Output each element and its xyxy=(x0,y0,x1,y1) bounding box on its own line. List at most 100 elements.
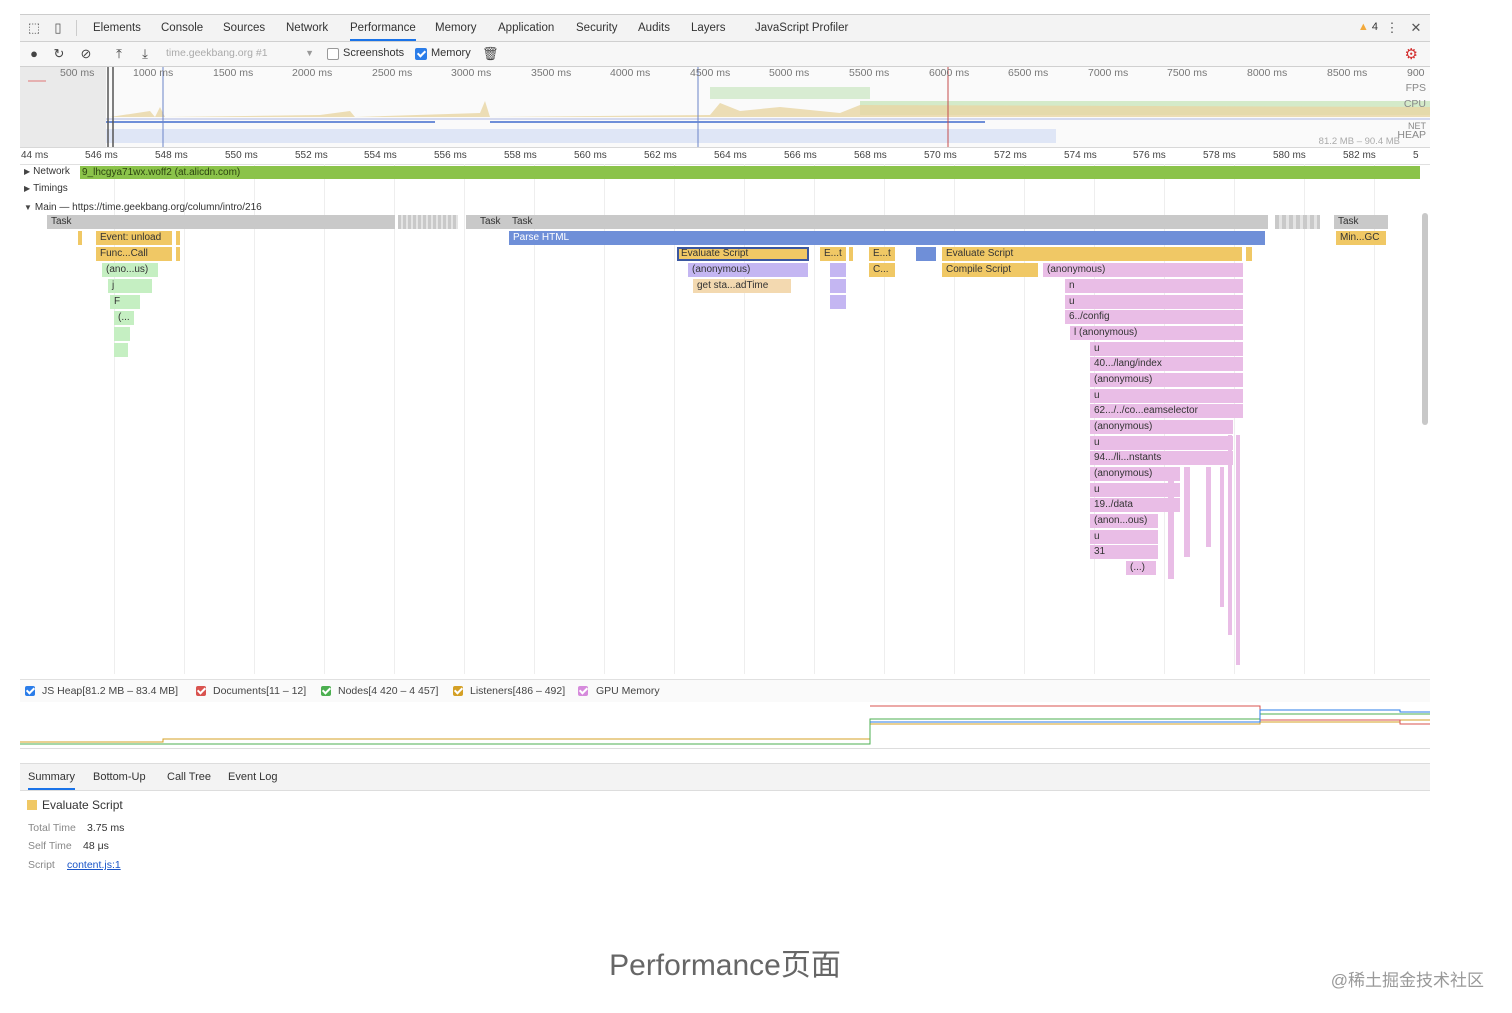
tab-memory[interactable]: Memory xyxy=(435,22,477,34)
tab-elements[interactable]: Elements xyxy=(93,22,141,34)
stack-frame[interactable] xyxy=(1184,467,1190,557)
event-unload-block[interactable]: Event: unload xyxy=(96,231,172,245)
function-block[interactable] xyxy=(114,327,130,341)
function-call-block[interactable]: Func...Call xyxy=(96,247,172,261)
stack-frame[interactable]: u xyxy=(1090,389,1243,403)
timeline-overview[interactable]: 500 ms 1000 ms 1500 ms 2000 ms 2500 ms 3… xyxy=(20,67,1430,148)
tab-javascript-profiler[interactable]: JavaScript Profiler xyxy=(755,22,849,34)
stack-frame[interactable]: u xyxy=(1090,483,1180,497)
stack-frame[interactable]: (anonymous) xyxy=(1090,420,1233,434)
capture-settings-gear-icon[interactable]: ⚙ xyxy=(1404,46,1418,63)
memory-checkbox[interactable] xyxy=(415,48,427,60)
js-heap-checkbox[interactable] xyxy=(25,686,35,696)
tab-layers[interactable]: Layers xyxy=(691,22,726,34)
tab-event-log[interactable]: Event Log xyxy=(228,771,278,783)
screenshots-checkbox[interactable] xyxy=(327,48,339,60)
nodes-checkbox[interactable] xyxy=(321,686,331,696)
download-icon[interactable]: ⤓ xyxy=(142,46,148,61)
task-block[interactable]: Task xyxy=(1334,215,1388,229)
stack-frame[interactable] xyxy=(1220,467,1224,607)
stack-frame[interactable]: u xyxy=(1065,295,1243,309)
evaluate-script-block[interactable]: E...t xyxy=(820,247,846,261)
network-track-header[interactable]: ▶Network xyxy=(24,166,70,177)
compile-block[interactable]: C... xyxy=(869,263,895,277)
device-toolbar-icon[interactable]: ▯ xyxy=(54,20,62,35)
documents-checkbox[interactable] xyxy=(196,686,206,696)
clear-icon[interactable]: ⊘ xyxy=(80,46,92,61)
stack-frame[interactable] xyxy=(1168,467,1174,579)
target-select[interactable]: time.geekbang.org #1▼ xyxy=(166,45,316,62)
stack-frame[interactable]: u xyxy=(1090,530,1158,544)
task-block[interactable]: Task xyxy=(47,215,395,229)
event-block[interactable] xyxy=(176,231,180,245)
function-block[interactable]: (ano...us) xyxy=(102,263,158,277)
network-request-bar[interactable]: 9_lhcgya71wx.woff2 (at.alicdn.com) xyxy=(80,166,1420,179)
stack-frame[interactable]: l (anonymous) xyxy=(1070,326,1243,340)
close-icon[interactable]: ✕ xyxy=(1410,20,1422,35)
stack-frame[interactable]: (anonymous) xyxy=(1043,263,1243,277)
upload-icon[interactable]: ⤒ xyxy=(116,46,122,61)
stack-frame[interactable]: (anonymous) xyxy=(1090,373,1243,387)
function-block[interactable] xyxy=(830,263,846,277)
more-options-icon[interactable]: ⋮ xyxy=(1385,20,1399,35)
get-start-load-time-block[interactable]: get sta...adTime xyxy=(693,279,791,293)
parse-block[interactable] xyxy=(916,247,936,261)
stack-frame[interactable] xyxy=(1228,435,1232,635)
tab-summary[interactable]: Summary xyxy=(28,764,76,790)
main-track-header[interactable]: ▼Main — https://time.geekbang.org/column… xyxy=(24,202,262,213)
stack-frame[interactable]: 6../config xyxy=(1065,310,1243,324)
function-block[interactable] xyxy=(114,343,128,357)
compile-script-block[interactable]: Compile Script xyxy=(942,263,1038,277)
reload-record-icon[interactable]: ↻ xyxy=(53,46,65,61)
inspect-element-icon[interactable]: ⬚ xyxy=(27,20,41,35)
stack-frame[interactable] xyxy=(1236,435,1240,665)
task-block[interactable]: Task xyxy=(508,215,1268,229)
stack-frame[interactable]: (anonymous) xyxy=(1090,467,1180,481)
function-call-block[interactable] xyxy=(176,247,180,261)
tab-bottom-up[interactable]: Bottom-Up xyxy=(93,771,146,783)
listeners-checkbox[interactable] xyxy=(453,686,463,696)
tab-audits[interactable]: Audits xyxy=(638,22,670,34)
function-block[interactable]: j xyxy=(108,279,152,293)
tab-console[interactable]: Console xyxy=(161,22,204,34)
function-block[interactable] xyxy=(830,295,846,309)
task-block[interactable] xyxy=(398,215,458,229)
function-block[interactable]: F xyxy=(110,295,140,309)
task-block[interactable]: Task xyxy=(476,215,508,229)
stack-frame[interactable]: 94.../li...nstants xyxy=(1090,451,1233,465)
tab-application[interactable]: Application xyxy=(498,22,555,34)
tab-network[interactable]: Network xyxy=(286,22,329,34)
stack-frame[interactable]: u xyxy=(1090,436,1233,450)
event-block[interactable] xyxy=(78,231,82,245)
flame-scrollbar[interactable] xyxy=(1422,213,1428,425)
anonymous-function-block[interactable]: (anonymous) xyxy=(688,263,808,277)
function-block[interactable] xyxy=(830,279,846,293)
function-block[interactable]: (... xyxy=(114,311,134,325)
stack-frame[interactable]: (anon...ous) xyxy=(1090,514,1158,528)
tab-call-tree[interactable]: Call Tree xyxy=(167,771,212,783)
tab-security[interactable]: Security xyxy=(576,22,618,34)
stack-frame[interactable] xyxy=(1206,467,1211,547)
evaluate-script-block[interactable] xyxy=(1246,247,1252,261)
tab-performance[interactable]: Performance xyxy=(350,15,416,41)
stack-frame[interactable]: 19../data xyxy=(1090,498,1180,512)
task-block[interactable] xyxy=(1275,215,1320,229)
stack-frame[interactable]: n xyxy=(1065,279,1243,293)
stack-frame[interactable]: 62.../../co...eamselector xyxy=(1090,404,1243,418)
evaluate-script-block[interactable]: E...t xyxy=(869,247,895,261)
stack-frame[interactable]: (...) xyxy=(1126,561,1156,575)
stack-frame[interactable]: u xyxy=(1090,342,1243,356)
evaluate-script-block[interactable]: Evaluate Script xyxy=(942,247,1242,261)
tab-sources[interactable]: Sources xyxy=(223,22,266,34)
gpu-memory-checkbox[interactable] xyxy=(578,686,588,696)
script-source-link[interactable]: content.js:1 xyxy=(67,859,121,871)
collect-garbage-icon[interactable]: 🗑 xyxy=(482,46,499,61)
stack-frame[interactable]: 40.../lang/index xyxy=(1090,357,1243,371)
warnings-badge[interactable]: ▲ 4 xyxy=(1357,21,1378,33)
parse-html-block[interactable]: Parse HTML xyxy=(509,231,1265,245)
evaluate-script-block-selected[interactable]: Evaluate Script xyxy=(677,247,809,261)
minor-gc-block[interactable]: Min...GC xyxy=(1336,231,1386,245)
timings-track-header[interactable]: ▶Timings xyxy=(24,183,68,194)
record-icon[interactable]: ● xyxy=(30,46,38,61)
evaluate-script-block[interactable] xyxy=(849,247,853,261)
